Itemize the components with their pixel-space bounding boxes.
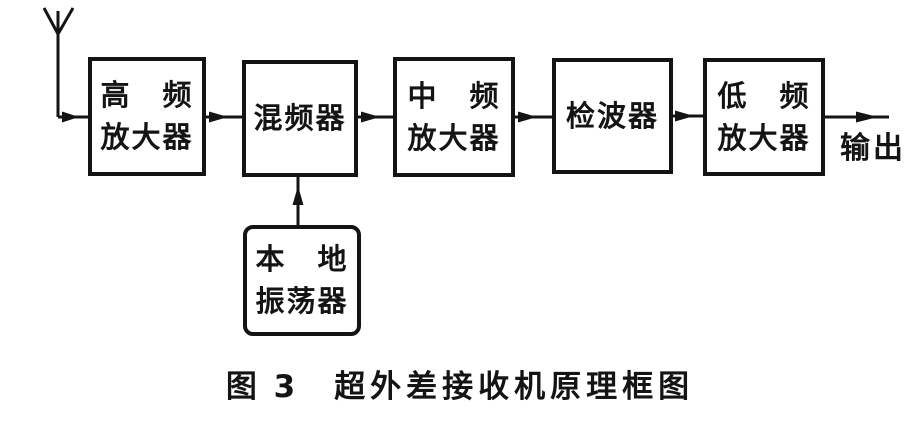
block-label-line: 中 频 bbox=[407, 78, 501, 113]
connector-antenna-to-rf bbox=[58, 111, 90, 123]
block-rf-amplifier: 高 频 放大器 bbox=[88, 57, 206, 176]
block-label-line: 混频器 bbox=[253, 101, 347, 135]
block-label-line: 放大器 bbox=[100, 120, 194, 154]
arrowhead-right-icon bbox=[856, 111, 878, 123]
block-label-line: 放大器 bbox=[717, 120, 811, 155]
arrowhead-right-icon bbox=[361, 111, 380, 123]
output-label: 输出 bbox=[840, 131, 906, 166]
figure-number: 图 3 bbox=[225, 369, 299, 405]
connector-mixer-to-if bbox=[356, 111, 395, 123]
connector-lo-to-mixer bbox=[292, 177, 304, 227]
arrowhead-right-icon bbox=[518, 111, 537, 123]
block-local-oscillator: 本 地 振荡器 bbox=[243, 225, 361, 336]
connector-af-to-output bbox=[823, 111, 889, 123]
block-label-line: 放大器 bbox=[407, 120, 501, 155]
arrowhead-right-icon bbox=[209, 111, 228, 123]
figure-title: 超外差接收机原理框图 bbox=[334, 369, 695, 405]
block-label-line: 本 地 bbox=[255, 242, 349, 276]
block-label-line: 低 频 bbox=[717, 78, 811, 113]
connector-if-to-detector bbox=[513, 111, 554, 123]
antenna-icon bbox=[42, 7, 75, 117]
figure-caption: 图 3 超外差接收机原理框图 bbox=[0, 361, 920, 406]
block-af-amplifier: 低 频 放大器 bbox=[703, 58, 825, 176]
block-label-line: 检波器 bbox=[565, 98, 659, 133]
block-label-line: 振荡器 bbox=[255, 284, 349, 318]
arrowhead-right-icon bbox=[675, 110, 694, 122]
connector-rf-to-mixer bbox=[204, 111, 244, 123]
arrowhead-up-icon bbox=[292, 186, 304, 205]
block-mixer: 混频器 bbox=[242, 60, 358, 177]
arrowhead-right-icon bbox=[62, 111, 79, 123]
block-label-line: 高 频 bbox=[100, 78, 194, 112]
connector-detector-to-af bbox=[671, 110, 705, 122]
block-detector: 检波器 bbox=[552, 58, 673, 174]
block-if-amplifier: 中 频 放大器 bbox=[393, 57, 515, 177]
